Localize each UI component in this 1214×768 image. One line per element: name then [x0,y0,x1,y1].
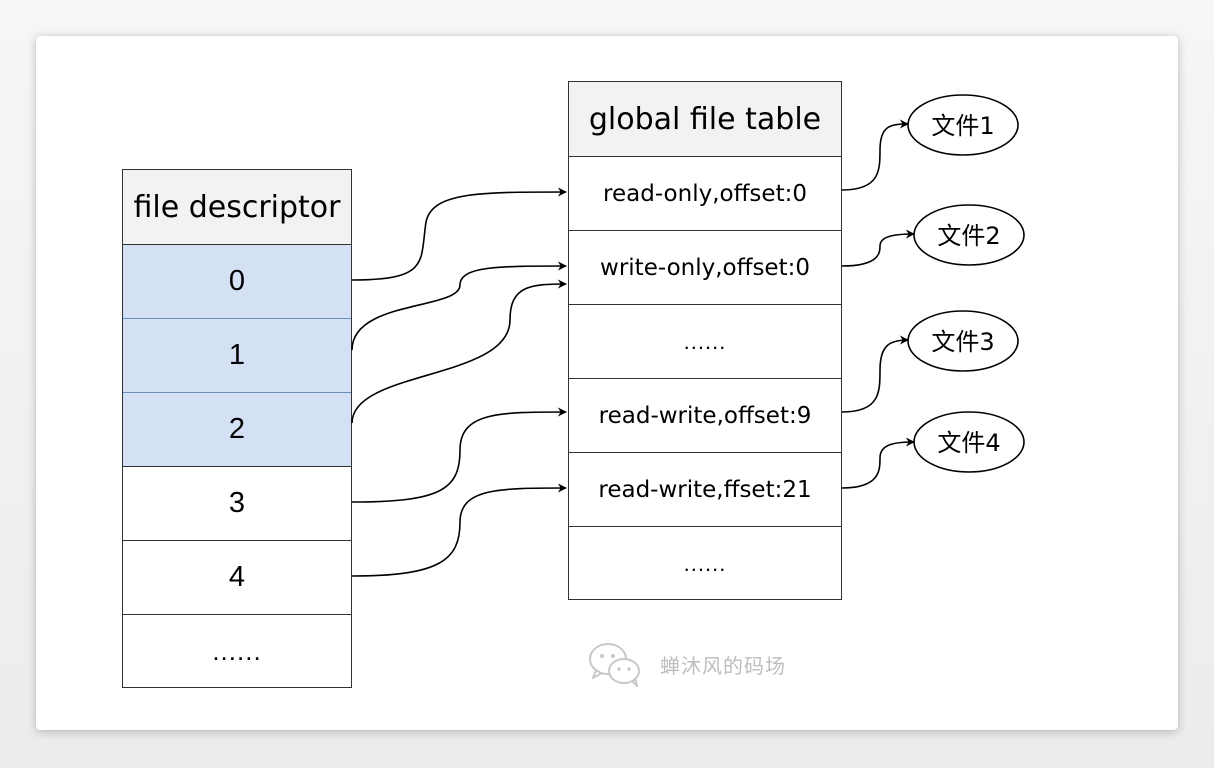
wechat-icon [589,643,640,687]
fd-row-2: 2 [123,392,351,466]
gt-row-ellipsis-1: ...... [569,304,841,378]
file-node-1: 文件1 [907,94,1019,156]
file-node-4-label: 文件4 [937,429,1000,457]
file-node-2: 文件2 [913,204,1025,266]
gt-row-read-write-9: read-write,offset:9 [569,378,841,452]
file-node-3-label: 文件3 [931,328,994,356]
fd-row-ellipsis: ...... [123,614,351,688]
gt-row-ellipsis-2: ...... [569,526,841,600]
link-fd2-to-write-only [351,279,567,424]
gt-row-read-write-21: read-write,ffset:21 [569,452,841,526]
fd-row-3: 3 [123,466,351,540]
gt-row-write-only: write-only,offset:0 [569,230,841,304]
fd-row-0: 0 [123,244,351,318]
global-file-table-header: global file table [569,82,841,156]
file-node-2-label: 文件2 [937,222,1000,250]
file-descriptor-table: file descriptor 0 1 2 3 4 ...... [122,169,352,688]
global-file-table: global file table read-only,offset:0 wri… [568,81,842,600]
file-node-1-label: 文件1 [931,112,994,140]
watermark-text: 蝉沐风的码场 [660,653,786,678]
link-fd1-to-write-only [351,261,567,351]
fd-row-1: 1 [123,318,351,392]
fd-row-4: 4 [123,540,351,614]
gt-row-read-only: read-only,offset:0 [569,156,841,230]
file-node-4: 文件4 [913,411,1025,473]
link-fd0-to-read-only [351,187,567,281]
link-fd3-to-read-write-9 [351,407,567,503]
link-read-write-21-to-file4 [841,437,915,489]
link-read-only-to-file1 [841,119,909,191]
file-descriptor-header: file descriptor [123,170,351,244]
file-node-3: 文件3 [907,310,1019,372]
link-read-write-9-to-file3 [841,335,909,413]
watermark: 蝉沐风的码场 [588,640,786,688]
link-fd4-to-read-write-21 [351,483,567,577]
link-write-only-to-file2 [841,229,915,267]
